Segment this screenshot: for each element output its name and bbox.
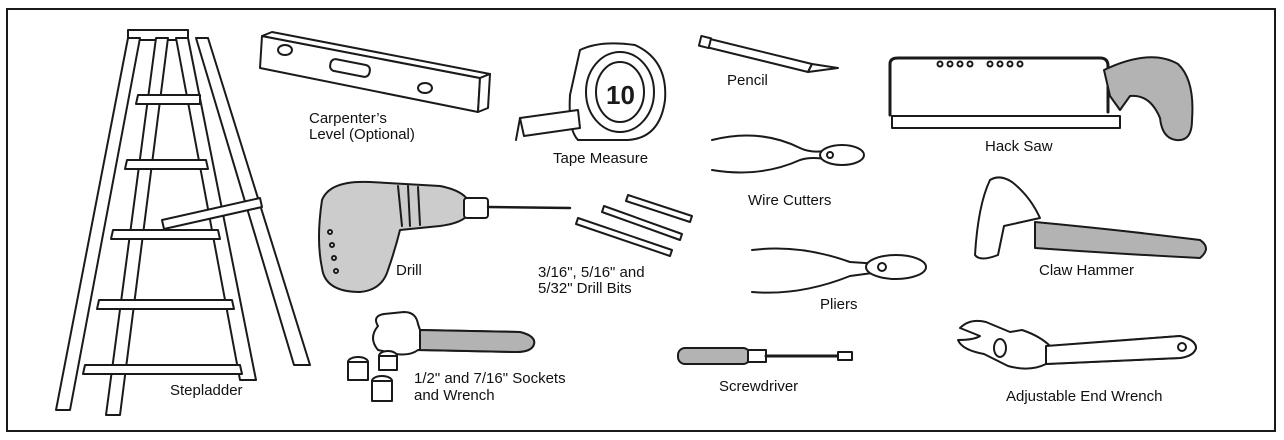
label-stepladder: Stepladder [170,382,243,399]
adjustable-wrench-icon [957,319,1197,370]
wire-cutters-icon [711,134,865,174]
carpenters-level-icon [259,31,491,113]
sockets-wrench-icon [347,311,536,402]
label-screwdriver: Screwdriver [719,378,799,395]
screwdriver-icon [677,347,853,365]
drill-bits-icon [575,194,693,257]
label-bits-line1: 3/16", 5/16" and [538,264,645,281]
label-adjustable-wrench: Adjustable End Wrench [1006,388,1163,405]
label-sockets-line2: and Wrench [414,387,495,404]
drill-icon [318,180,572,293]
stepladder-icon [55,29,311,416]
label-claw-hammer: Claw Hammer [1039,262,1135,279]
label-level-line2: Level (Optional) [309,126,415,143]
claw-hammer-icon [974,176,1207,260]
label-pencil: Pencil [727,72,768,89]
label-wire-cutters: Wire Cutters [748,192,832,209]
label-pliers: Pliers [820,296,858,313]
label-drill: Drill [396,262,422,279]
label-tape-measure: Tape Measure [553,150,649,167]
tape-measure-icon [515,42,667,141]
label-bits-line2: 5/32" Drill Bits [538,280,632,297]
pliers-icon [751,247,927,294]
label-level-line1: Carpenter’s [309,110,387,127]
label-hack-saw: Hack Saw [985,138,1053,155]
pencil-icon [697,34,839,73]
tape-numeral: 10 [606,80,635,110]
hack-saw-icon [888,56,1194,142]
label-sockets-line1: 1/2" and 7/16" Sockets [414,370,566,387]
